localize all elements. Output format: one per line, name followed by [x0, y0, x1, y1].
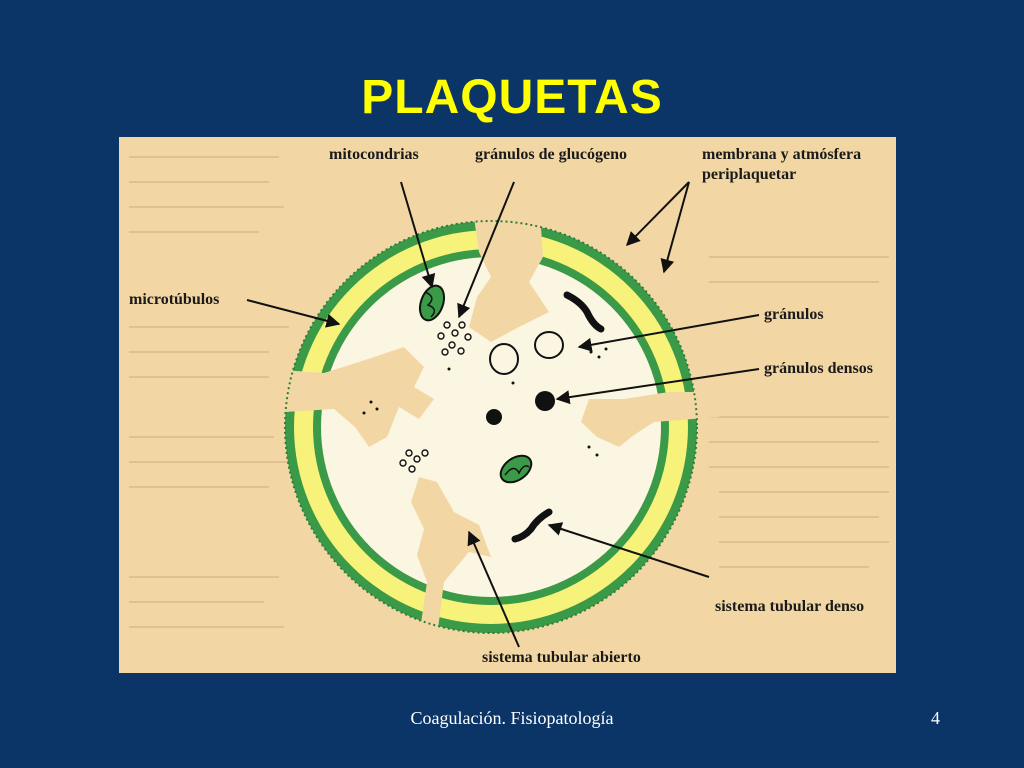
- platelet: [269, 197, 719, 637]
- dense-tubular-system-2: [511, 508, 553, 543]
- dense-granule-2: [486, 409, 502, 425]
- mitochondrion-2-cristae: [504, 465, 530, 476]
- bottom-opening: [411, 477, 491, 637]
- label-membrana-2: periplaquetar: [702, 166, 796, 183]
- mitochondrion-1-cristae: [424, 291, 436, 318]
- footer-title: Coagulación. Fisiopatología: [410, 708, 614, 728]
- label-granulos: gránulos: [764, 306, 824, 323]
- granule-1: [489, 343, 519, 375]
- label-microtubulos: microtúbulos: [129, 291, 219, 308]
- platelet-diagram: mitocondrias gránulos de glucógeno membr…: [119, 137, 896, 673]
- glycogen-granules: [399, 321, 472, 473]
- label-glucogeno: gránulos de glucógeno: [475, 146, 627, 163]
- mitochondrion-1: [418, 284, 446, 322]
- left-opening: [269, 347, 434, 447]
- label-tubular-denso: sistema tubular denso: [715, 598, 864, 615]
- label-membrana-1: membrana y atmósfera: [702, 146, 861, 163]
- granule-2: [534, 331, 564, 359]
- background-texture: [129, 156, 889, 628]
- right-opening: [581, 392, 719, 447]
- top-opening: [469, 197, 549, 342]
- cytoplasm: [321, 257, 661, 597]
- label-mitocondrias: mitocondrias: [329, 146, 419, 163]
- page-number: 4: [931, 708, 940, 728]
- dense-tubular-system-1: [563, 291, 605, 333]
- dense-granule-1: [535, 391, 555, 411]
- label-granulos-densos: gránulos densos: [764, 360, 873, 377]
- label-tubular-abierto: sistema tubular abierto: [482, 649, 641, 666]
- outer-edge: [284, 220, 698, 634]
- label-arrows: [246, 181, 760, 648]
- slide-title: PLAQUETAS: [361, 71, 663, 124]
